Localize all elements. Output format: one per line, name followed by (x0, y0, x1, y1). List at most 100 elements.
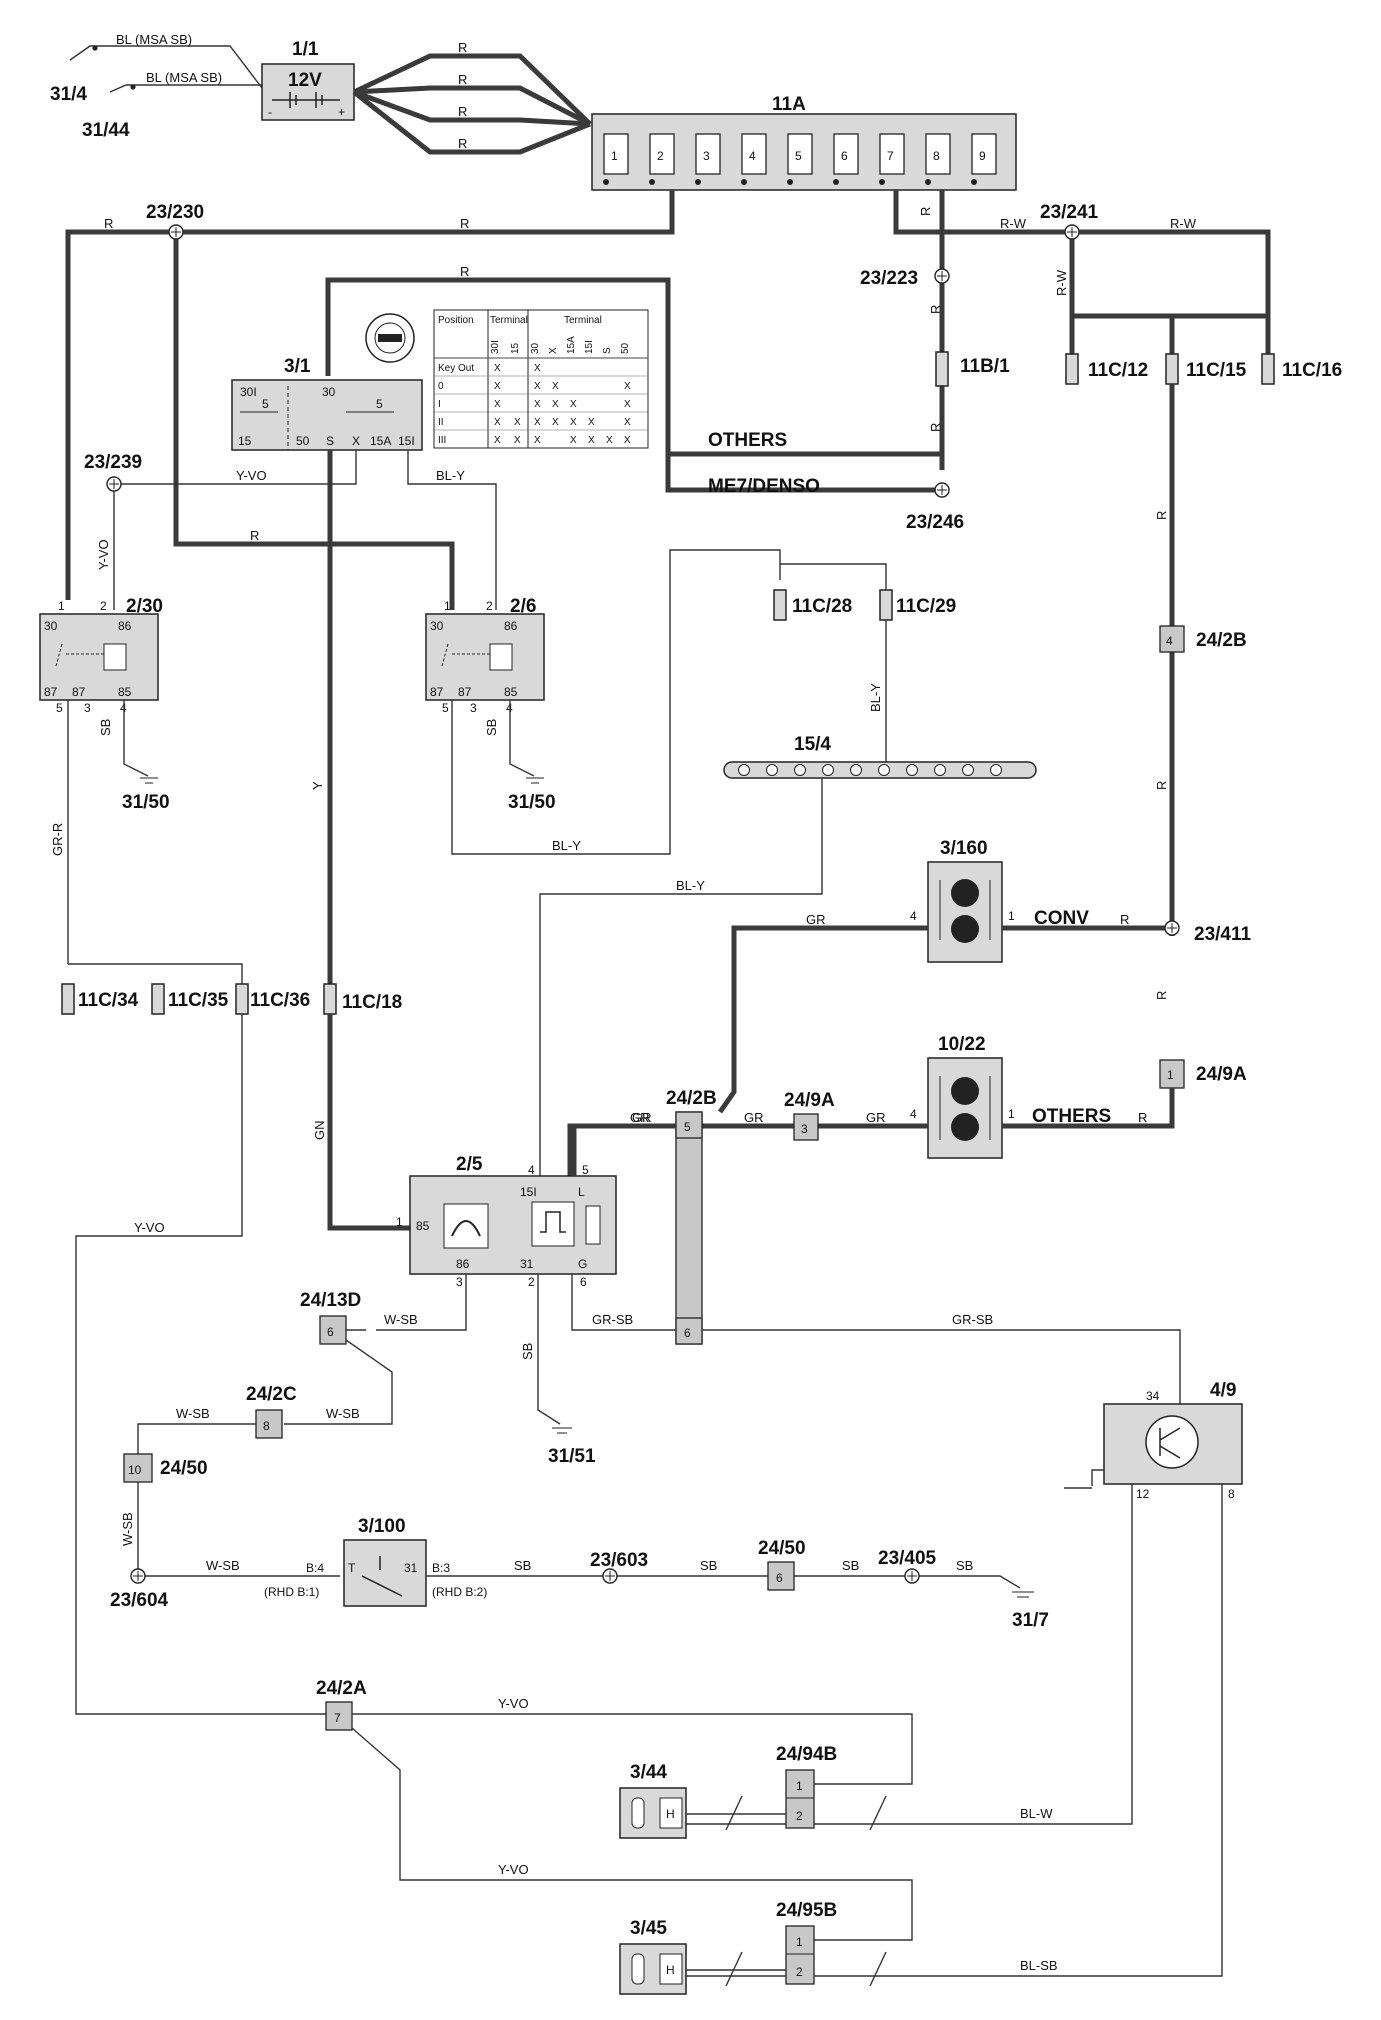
fuses-11c-left: 11C/34 11C/35 11C/36 11C/18 Y-VO GN (61, 963, 416, 1715)
conn-2494b-p1: 1 (796, 1779, 803, 1793)
conn-2495b-p2: 2 (796, 1965, 803, 1979)
table-mark: X (494, 417, 501, 428)
conn-249a-3: 24/9A (784, 1090, 835, 1111)
wire-label-yvo-4: Y-VO (498, 1696, 529, 1711)
table-row-label: 0 (438, 381, 444, 392)
fuse-cell (925, 133, 951, 175)
table-mark: X (552, 417, 559, 428)
conn-242b-4: 24/2B (1196, 630, 1247, 651)
relay-26-pin5: 5 (442, 701, 449, 715)
switch-31: 31 (404, 1561, 418, 1575)
table-mark: X (588, 435, 595, 446)
wire-label-r-5: R (104, 216, 113, 231)
table-header-terminal-1: Terminal (490, 315, 528, 326)
wire-label-r-6: R (460, 216, 469, 231)
conn-249a-1-pin: 1 (1167, 1068, 1174, 1082)
table-header-terminal-2: Terminal (564, 315, 602, 326)
wire-label-bly-3: BL-Y (868, 683, 883, 712)
wire-label-r-16: R (1138, 1110, 1147, 1125)
wire-label-grr: GR-R (50, 823, 65, 856)
control-25-id: 2/5 (456, 1154, 483, 1175)
busbar-hole (962, 764, 974, 776)
ctl-pin3: 3 (456, 1275, 463, 1289)
table-col-header: 15I (584, 340, 595, 354)
table-mark: X (534, 381, 541, 392)
splice-23-223: 23/223 (860, 268, 918, 289)
fuse-11c28: 11C/28 (792, 596, 852, 617)
wire-label-gr-3: GR (744, 1110, 764, 1125)
ign-term-30: 30 (322, 385, 336, 399)
fuse-11c15: 11C/15 (1186, 360, 1247, 381)
table-mark: X (534, 435, 541, 446)
conn-24-2b-strip: 5 6 24/2B (666, 1088, 717, 1345)
horn-10-22: 10/22 4 1 OTHERS R GR GR GR 3 24/9A (567, 1034, 1175, 1176)
fuse-11c34: 11C/34 (78, 990, 139, 1011)
splice-23-246: 23/246 (906, 512, 964, 533)
wire-label-wsb-4: W-SB (120, 1512, 135, 1546)
switch-t: T (348, 1561, 356, 1575)
busbar-15-4: 15/4 (794, 734, 831, 755)
horn-1022-id: 10/22 (938, 1034, 986, 1055)
conn-24-50-b: 24/50 (758, 1538, 806, 1559)
relay-230-pin2: 2 (100, 599, 107, 613)
fuse-11c29: 11C/29 (896, 596, 956, 617)
wire-label-bly-1: BL-Y (436, 468, 465, 483)
relay-26-t85: 85 (504, 685, 518, 699)
battery (261, 63, 355, 121)
table-mark: X (606, 435, 613, 446)
fuse-cell (741, 133, 767, 175)
relay-230-t87b: 87 (72, 685, 86, 699)
ign-term-x: X (352, 434, 360, 448)
battery-plus: + (338, 105, 345, 119)
control-2-5: 2/5 85 86 31 15I L G 1 4 5 3 2 6 GR W-SB… (376, 1110, 1181, 1467)
table-header-position: Position (438, 315, 474, 326)
fuse-cell (971, 133, 997, 175)
conn-242b-6-pin: 6 (684, 1326, 691, 1340)
wire-label-rw-2: R-W (1170, 216, 1197, 231)
label-others-2: OTHERS (1032, 1106, 1111, 1127)
ctl-tg: G (578, 1257, 587, 1271)
ctl-pin4: 4 (528, 1163, 535, 1177)
wire-label-r-1: R (458, 40, 467, 55)
lower-chain: 6 24/13D 8 24/2C W-SB W-SB 10 24/50 W-SB… (110, 1290, 1049, 1631)
wire-label-bly-4: BL-Y (676, 878, 705, 893)
fuse-cell-number: 5 (795, 149, 802, 163)
splice-23-603: 23/603 (590, 1550, 648, 1571)
wire-label-grsb-1: GR-SB (592, 1312, 633, 1327)
ign-term-15: 15 (238, 434, 252, 448)
wire-label-gr-5: GR (630, 1110, 650, 1125)
wire-label-r-4: R (458, 136, 467, 151)
ign-term-15i: 15I (398, 434, 415, 448)
h-345-h: H (666, 1963, 675, 1977)
wire-label-sb-4: SB (514, 1558, 531, 1573)
wire-label-wsb-2: W-SB (326, 1406, 360, 1421)
top-wires: R R R 23/230 R 23/223 R 11B/1 R R-W R-W … (65, 190, 1271, 610)
battery-id: 1/1 (292, 39, 319, 60)
fuse-11c16: 11C/16 (1282, 360, 1342, 381)
conn-24-95b: 24/95B (776, 1900, 837, 1921)
table-col-header: 30 (530, 342, 541, 354)
ctl-pin2: 2 (528, 1275, 535, 1289)
switch-left: B:4 (306, 1561, 324, 1575)
horn-3-160: 3/160 4 1 CONV R GR (717, 838, 1172, 1114)
ign-term-5a: 5 (262, 397, 269, 411)
wire-label-r-3: R (458, 104, 467, 119)
conn-242c-pin: 8 (263, 1419, 270, 1433)
battery-area: BL (MSA SB) BL (MSA SB) 31/4 31/44 1/1 1… (50, 32, 592, 155)
ground-31-4: 31/4 (50, 84, 87, 105)
table-mark: X (624, 435, 631, 446)
label-me7-denso: ME7/DENSO (708, 476, 820, 497)
busbar-hole (766, 764, 778, 776)
fuses-11c-right: 11C/12 11C/15 11C/16 R 4 24/2B R 23/411 … (1065, 353, 1342, 1089)
relay-2-6-id: 2/6 (510, 596, 536, 617)
fuse-11b1: 11B/1 (960, 356, 1010, 377)
fuse-cell (833, 133, 859, 175)
table-mark: X (570, 417, 577, 428)
fuse-cell-number: 4 (749, 149, 756, 163)
conn-2495b-p1: 1 (796, 1935, 803, 1949)
table-mark: X (534, 363, 541, 374)
ignition-switch (231, 379, 423, 451)
ctl-pin5: 5 (582, 1163, 589, 1177)
relay-230-pin3: 3 (84, 701, 91, 715)
